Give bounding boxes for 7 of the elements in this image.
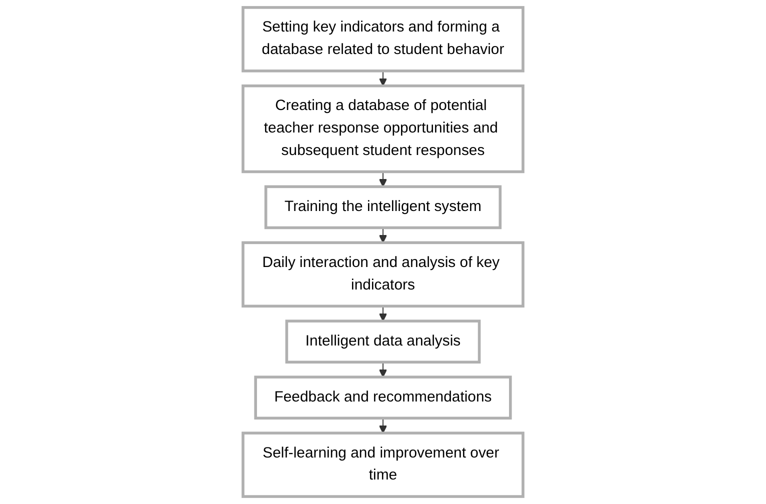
node-box: Daily interaction and analysis of key indicators xyxy=(242,241,524,308)
node-box: Intelligent data analysis xyxy=(285,320,481,364)
node-box: Setting key indicators and forming a database related to student behavior xyxy=(242,6,524,72)
node-box: Feedback and recommendations xyxy=(254,376,512,420)
node-box: Training the intelligent system xyxy=(264,185,502,230)
node-box: Creating a database of potential teacher response opportunities and subsequent student responses xyxy=(242,84,524,174)
node-box: Self-learning and improvement over time xyxy=(242,432,524,498)
